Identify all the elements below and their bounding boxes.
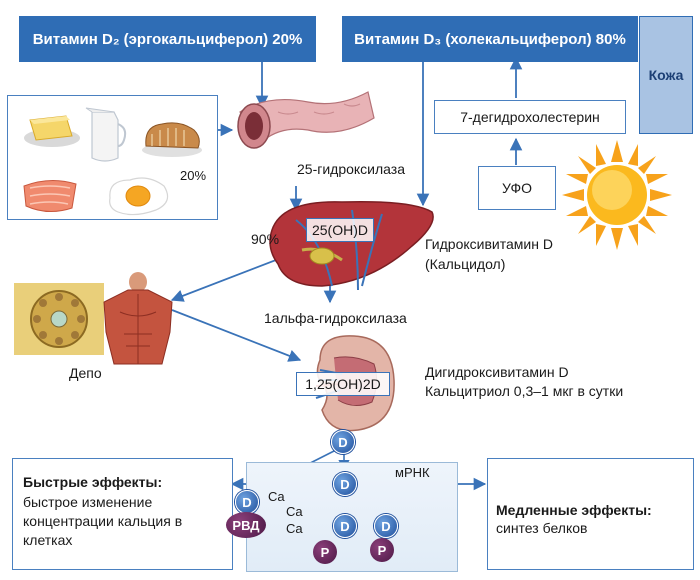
fast-effects-title: Быстрые эффекты: <box>23 474 163 490</box>
slow-effects-box: Медленные эффекты: синтез белков <box>487 458 694 570</box>
vitamin-d2-label: Витамин D₂ (эргокальциферол) 20% <box>32 30 303 48</box>
slow-effects-line-1: синтез белков <box>496 520 588 536</box>
d-label: D <box>340 518 350 534</box>
muscle-torso-illustration <box>103 272 173 365</box>
oh2d-label: 1,25(OH)2D <box>305 375 381 392</box>
vitamin-d-molecule-nucleus-right: D <box>374 514 398 538</box>
skin-label: Кожа <box>648 67 684 83</box>
oh2d-badge: 1,25(OH)2D <box>296 372 390 396</box>
liver-percent: 90% <box>251 231 280 247</box>
calcidiol-label-1: Гидроксивитамин D <box>425 236 553 252</box>
slow-effects-title: Медленные эффекты: <box>496 502 652 518</box>
d-label: D <box>242 494 252 510</box>
rvd-receptor: РВД <box>226 512 266 538</box>
food-sources-box: 20% <box>7 95 218 220</box>
fast-effects-line-1: быстрое изменение <box>23 494 153 510</box>
intestine-illustration <box>237 91 375 149</box>
dehydrocholesterol-box: 7-дегидрохолестерин <box>434 100 626 134</box>
mrna-label: мРНК <box>395 465 430 480</box>
rvd-label: РВД <box>232 517 260 533</box>
d-label: D <box>340 476 350 492</box>
hydroxylase-25-label: 25-гидроксилаза <box>297 161 406 177</box>
vitamin-d-molecule-membrane: D <box>235 490 259 514</box>
depot-label: Депо <box>69 365 102 381</box>
fast-effects-line-3: клетках <box>23 532 73 548</box>
calcidiol-label-2: (Кальцидол) <box>425 256 506 272</box>
vitamin-d3-label: Витамин D₃ (холекальциферол) 80% <box>354 30 626 48</box>
d-label: D <box>338 434 348 450</box>
butter-icon <box>24 115 80 147</box>
vitamin-d-molecule-cytoplasm: D <box>333 472 357 496</box>
vitamin-d-molecule-top: D <box>331 430 355 454</box>
calcitriol-label-2: Кальцитриол 0,3–1 мкг в сутки <box>425 383 624 399</box>
fast-effects-line-2: концентрации кальция в <box>23 513 183 529</box>
sun-icon <box>562 140 672 250</box>
dehydrocholesterol-label: 7-дегидрохолестерин <box>460 108 600 125</box>
uv-box: УФО <box>478 166 556 210</box>
calcium-label-2: Ca <box>286 504 303 519</box>
calcium-label-3: Ca <box>286 521 303 536</box>
vitamin-d3-header: Витамин D₃ (холекальциферол) 80% <box>342 16 638 62</box>
liver-illustration <box>269 200 434 291</box>
oh-d-label: 25(OH)D <box>311 221 368 238</box>
receptor-p-right: P <box>370 538 394 562</box>
uv-label: УФО <box>502 179 532 196</box>
fried-egg-icon <box>109 177 169 216</box>
calcium-label-1: Ca <box>268 489 285 504</box>
p-label: P <box>320 544 330 560</box>
receptor-p-left: P <box>313 540 337 564</box>
p-label: P <box>377 542 387 558</box>
vitamin-d2-header: Витамин D₂ (эргокальциферол) 20% <box>19 16 316 62</box>
milk-jug-icon <box>85 107 127 162</box>
fast-effects-box: Быстрые эффекты: быстрое изменение конце… <box>12 458 233 570</box>
skin-box: Кожа <box>639 16 693 134</box>
vitamin-d-molecule-nucleus-left: D <box>333 514 357 538</box>
oh-d-badge: 25(OH)D <box>306 218 374 242</box>
d-label: D <box>381 518 391 534</box>
fat-tissue-image <box>14 283 104 355</box>
bread-icon <box>142 122 202 157</box>
salmon-icon <box>23 180 77 212</box>
calcitriol-label-1: Дигидроксивитамин D <box>425 364 569 380</box>
alpha-hydroxylase-label: 1альфа-гидроксилаза <box>264 310 407 326</box>
food-percent: 20% <box>180 168 207 183</box>
